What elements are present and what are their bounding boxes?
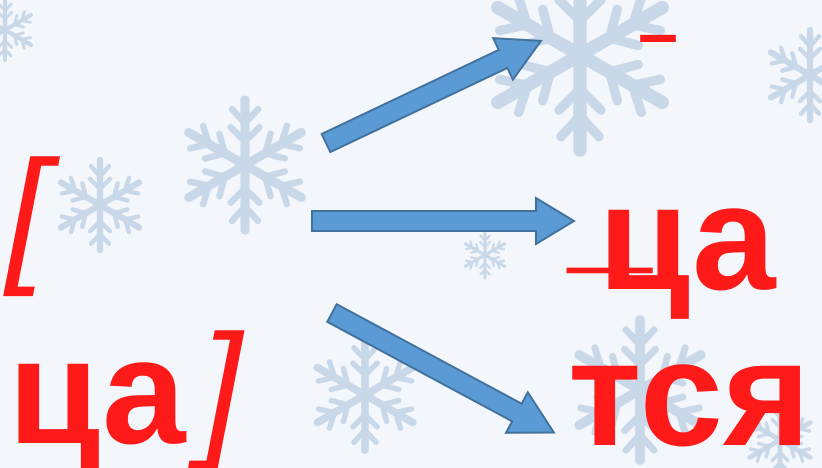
top-right-mark: – xyxy=(638,0,679,74)
arrow-right-icon xyxy=(325,302,556,434)
bracket-open: [ xyxy=(6,129,48,297)
arrow-right-icon xyxy=(311,196,576,246)
bottom-right-text: тся xyxy=(568,309,811,468)
left-word: ца xyxy=(8,307,186,468)
middle-right-text: ца xyxy=(598,153,776,321)
bracket-close: ] xyxy=(200,303,242,468)
arrow-right-icon xyxy=(320,37,543,154)
middle-right-underline: _ xyxy=(568,119,652,287)
